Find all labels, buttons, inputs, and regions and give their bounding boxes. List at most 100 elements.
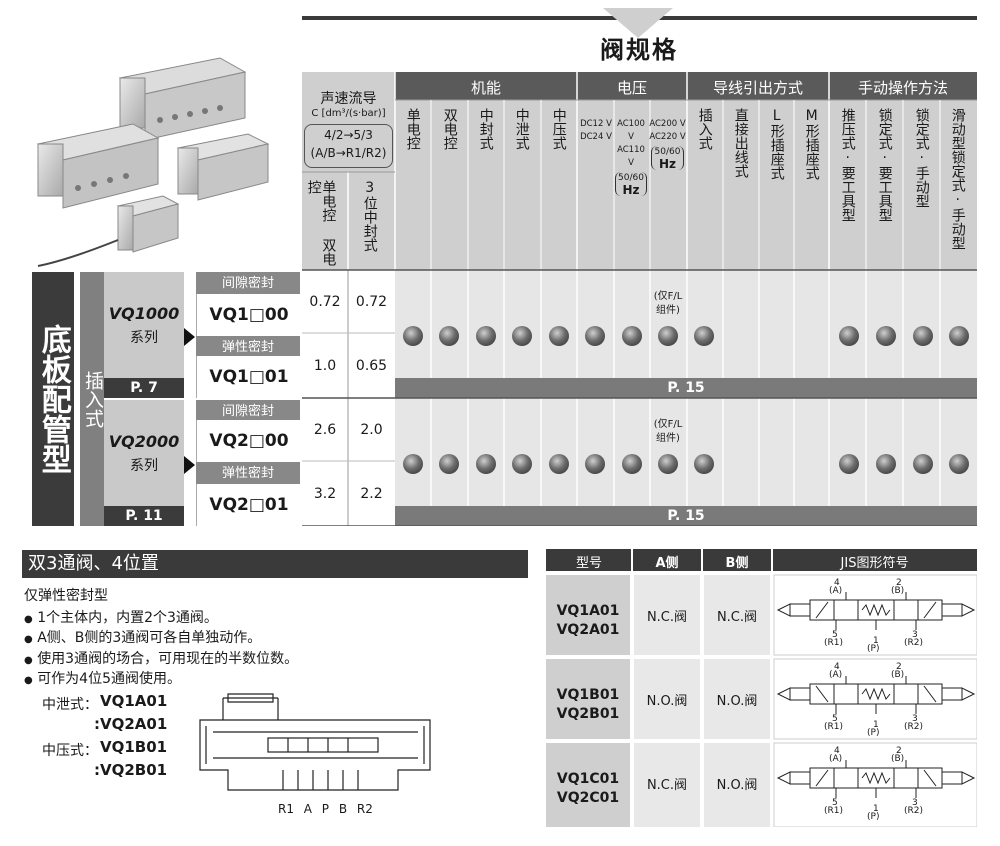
jis-hdr-b: B侧 <box>725 556 749 571</box>
seal-gap-1: 间隙密封 <box>196 272 300 296</box>
dot-marker <box>439 326 459 346</box>
dot-marker <box>839 326 859 346</box>
hdr-flow-ports1: 4/2→5/3 <box>324 128 373 142</box>
dot-marker <box>476 326 496 346</box>
grp-function: 机能 <box>470 79 501 97</box>
model-vq2-01: VQ2□01 <box>196 484 301 526</box>
bullet-item: ● 使用3通阀的场合，可用现在的半数位数。 <box>24 651 299 667</box>
example-model: VQ1A01 <box>100 692 168 710</box>
dot-marker <box>476 454 496 474</box>
hdr-flow-ports2: (A/B→R1/R2) <box>310 146 387 160</box>
dot-marker <box>622 326 642 346</box>
dot-marker <box>585 454 605 474</box>
grp-voltage: 电压 <box>616 79 647 97</box>
dot-marker <box>949 326 969 346</box>
col-m-plug: M形插座式 <box>803 108 820 180</box>
dot-marker <box>512 454 532 474</box>
col-closed: 中封式 <box>477 108 494 150</box>
dot-marker <box>913 326 933 346</box>
page-title: 阀规格 <box>600 36 678 64</box>
col-plugin: 插入式 <box>696 108 713 150</box>
example-model: :VQ2A01 <box>94 715 168 733</box>
grp-lead: 导线引出方式 <box>712 79 803 97</box>
dot-marker <box>913 454 933 474</box>
flow3-value: 0.72 <box>355 294 388 310</box>
dot-marker <box>839 454 859 474</box>
bullet-item: ● 1个主体内，内置2个3通阀。 <box>24 610 218 626</box>
example-model: VQ1B01 <box>100 738 168 756</box>
grp-manual: 手动操作方法 <box>857 79 948 97</box>
bullet-item: ● 可作为4位5通阀使用。 <box>24 671 182 687</box>
dot-marker <box>549 454 569 474</box>
jis-symbol: 4 (A) 2 (B) 5 (R1) 1 (P) 3 (R2) <box>776 746 976 824</box>
jis-row-a: N.C.阀 <box>646 778 688 793</box>
jis-hdr-symbol: JIS图形符号 <box>840 556 909 571</box>
series-vq1000-page[interactable]: P. 7 <box>104 378 184 398</box>
dot-marker <box>439 454 459 474</box>
hdr-flow-bracket <box>304 124 393 168</box>
dot-marker <box>403 326 423 346</box>
series-arrow <box>184 456 195 474</box>
hdr-flow-unit: C [dm³/(s·bar)] <box>311 108 386 119</box>
section2-title: 双3通阀、4位置 <box>22 550 528 578</box>
hdr-flow: 声速流导 <box>320 91 377 107</box>
dot-marker <box>694 454 714 474</box>
note-fl-only: (仅F/L组件) <box>653 419 683 444</box>
jis-symbol: 4 (A) 2 (B) 5 (R1) 1 (P) 3 (R2) <box>776 578 976 654</box>
series-arrow <box>184 328 195 346</box>
dot-marker <box>549 326 569 346</box>
product-photo <box>36 57 270 267</box>
flow-value: 3.2 <box>313 486 337 502</box>
seal-elastic-2: 弹性密封 <box>196 462 300 486</box>
col-pressure: 中压式 <box>550 108 567 150</box>
jis-row-b: N.C.阀 <box>716 610 758 625</box>
base-mounted-band: 底板配管型 <box>32 272 74 526</box>
jis-hdr-a: A侧 <box>655 556 679 571</box>
spec-table-grid <box>302 72 977 526</box>
col-slide-lock: 滑动型锁定式·手动型 <box>949 108 966 250</box>
valve-cross-section <box>199 693 431 791</box>
flow-value: 0.72 <box>309 294 341 310</box>
example-pressure-label: 中压式： <box>42 743 98 759</box>
dot-marker <box>694 326 714 346</box>
jis-hdr-model: 型号 <box>575 556 602 571</box>
page-ref-p15[interactable]: P. 15 <box>667 380 705 396</box>
plugin-band: 插入式 <box>80 272 104 526</box>
series-vq2000-page[interactable]: P. 11 <box>104 506 184 526</box>
page-ref-p15[interactable]: P. 15 <box>667 508 705 524</box>
series-vq2000: VQ2000 系列 <box>104 400 184 506</box>
jis-table-grid <box>546 549 977 827</box>
col-single: 单电控 <box>404 108 421 150</box>
jis-row-a: N.O.阀 <box>646 694 688 709</box>
hdr-three-pos: 3位中封式 <box>361 180 378 252</box>
dot-marker <box>658 326 678 346</box>
col-double: 双电控 <box>441 108 458 150</box>
jis-row-a: N.C.阀 <box>646 610 688 625</box>
flow-value: 1.0 <box>313 358 337 374</box>
note-fl-only: (仅F/L组件) <box>653 291 683 316</box>
dot-marker <box>876 326 896 346</box>
dot-marker <box>403 454 423 474</box>
port-labels: R1 A P B R2 <box>278 802 373 816</box>
example-exhaust-label: 中泄式： <box>42 697 98 713</box>
model-vq1-01: VQ1□01 <box>196 356 301 398</box>
triangle-marker <box>603 8 673 38</box>
flow-value: 2.6 <box>313 422 337 438</box>
col-exhaust: 中泄式 <box>513 108 530 150</box>
jis-row-b: N.O.阀 <box>716 694 758 709</box>
col-l-plug: L形插座式 <box>768 108 785 180</box>
model-vq1-00: VQ1□00 <box>196 294 301 336</box>
col-grommet: 直接出线式 <box>732 108 749 178</box>
jis-row-b: N.O.阀 <box>716 778 758 793</box>
dot-marker <box>876 454 896 474</box>
bullet-item: ● A侧、B侧的3通阀可各自单独动作。 <box>24 630 262 646</box>
flow3-value: 2.2 <box>360 486 383 502</box>
series-vq1000: VQ1000 系列 <box>104 272 184 378</box>
col-lock-tool: 锁定式·要工具型 <box>876 108 893 222</box>
hdr-single-dual: 单电控 双电控 <box>305 180 337 266</box>
